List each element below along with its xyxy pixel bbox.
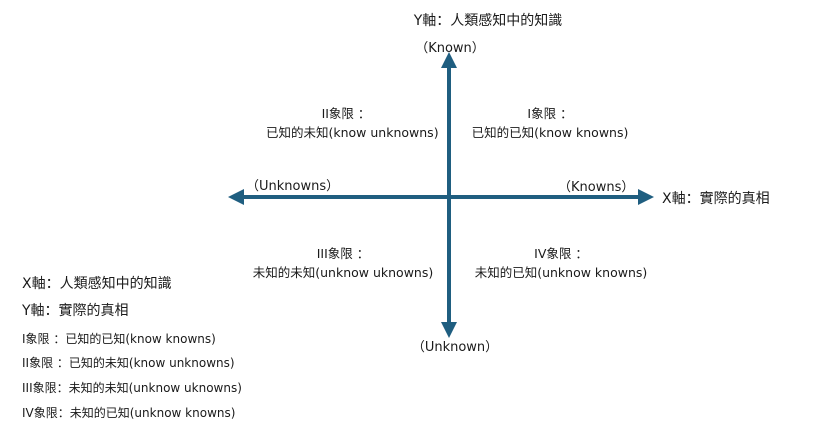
quadrant-3-text: 未知的未知(unknow uknowns) [252,265,434,280]
quadrant-1-title: I象限 ： [527,106,573,121]
quadrant-4-text: 未知的已知(unknow knowns) [474,265,648,280]
x-axis-right-label: （Knowns） [558,180,635,195]
quadrant-2-title: II象限 ： [321,106,371,121]
legend-quadrant-2: II象限 ：已知的未知(know unknowns) [22,356,235,370]
legend-x-axis: X軸：人類感知中的知識 [22,276,172,292]
x-axis-arrow-left [228,189,244,205]
legend-quadrant-3: III象限：未知的未知(unknow uknowns) [22,381,242,395]
y-axis-title: Y軸：人類感知中的知識 [413,13,563,29]
x-axis-arrow-right [638,189,654,205]
y-axis-arrow-top [441,52,457,68]
quadrant-4-title: IV象限 ： [534,246,588,261]
legend-quadrant-1: I象限 ：已知的已知(know knowns) [22,332,216,346]
quadrant-2: II象限 ： 已知的未知(know unknowns) [266,104,439,142]
legend-quadrant-4: IV象限：未知的已知(unknow knowns) [22,406,236,420]
quadrant-3-title: III象限 ： [316,246,370,261]
quadrant-3: III象限 ： 未知的未知(unknow uknowns) [244,244,442,282]
quadrant-4: IV象限 ： 未知的已知(unknow knowns) [467,244,655,282]
x-axis-title: X軸：實際的真相 [662,191,770,207]
y-axis-top-label: （Known） [415,41,485,56]
quadrant-1: I象限 ： 已知的已知(know knowns) [466,104,634,142]
y-axis-bottom-label: （Unknown） [411,340,499,355]
y-axis-arrow-bottom [441,322,457,338]
legend-y-axis: Y軸：實際的真相 [22,303,129,319]
x-axis-left-label: （Unknowns） [246,179,340,194]
quadrant-1-text: 已知的已知(know knowns) [471,125,629,140]
quadrant-2-text: 已知的未知(know unknowns) [266,125,439,140]
